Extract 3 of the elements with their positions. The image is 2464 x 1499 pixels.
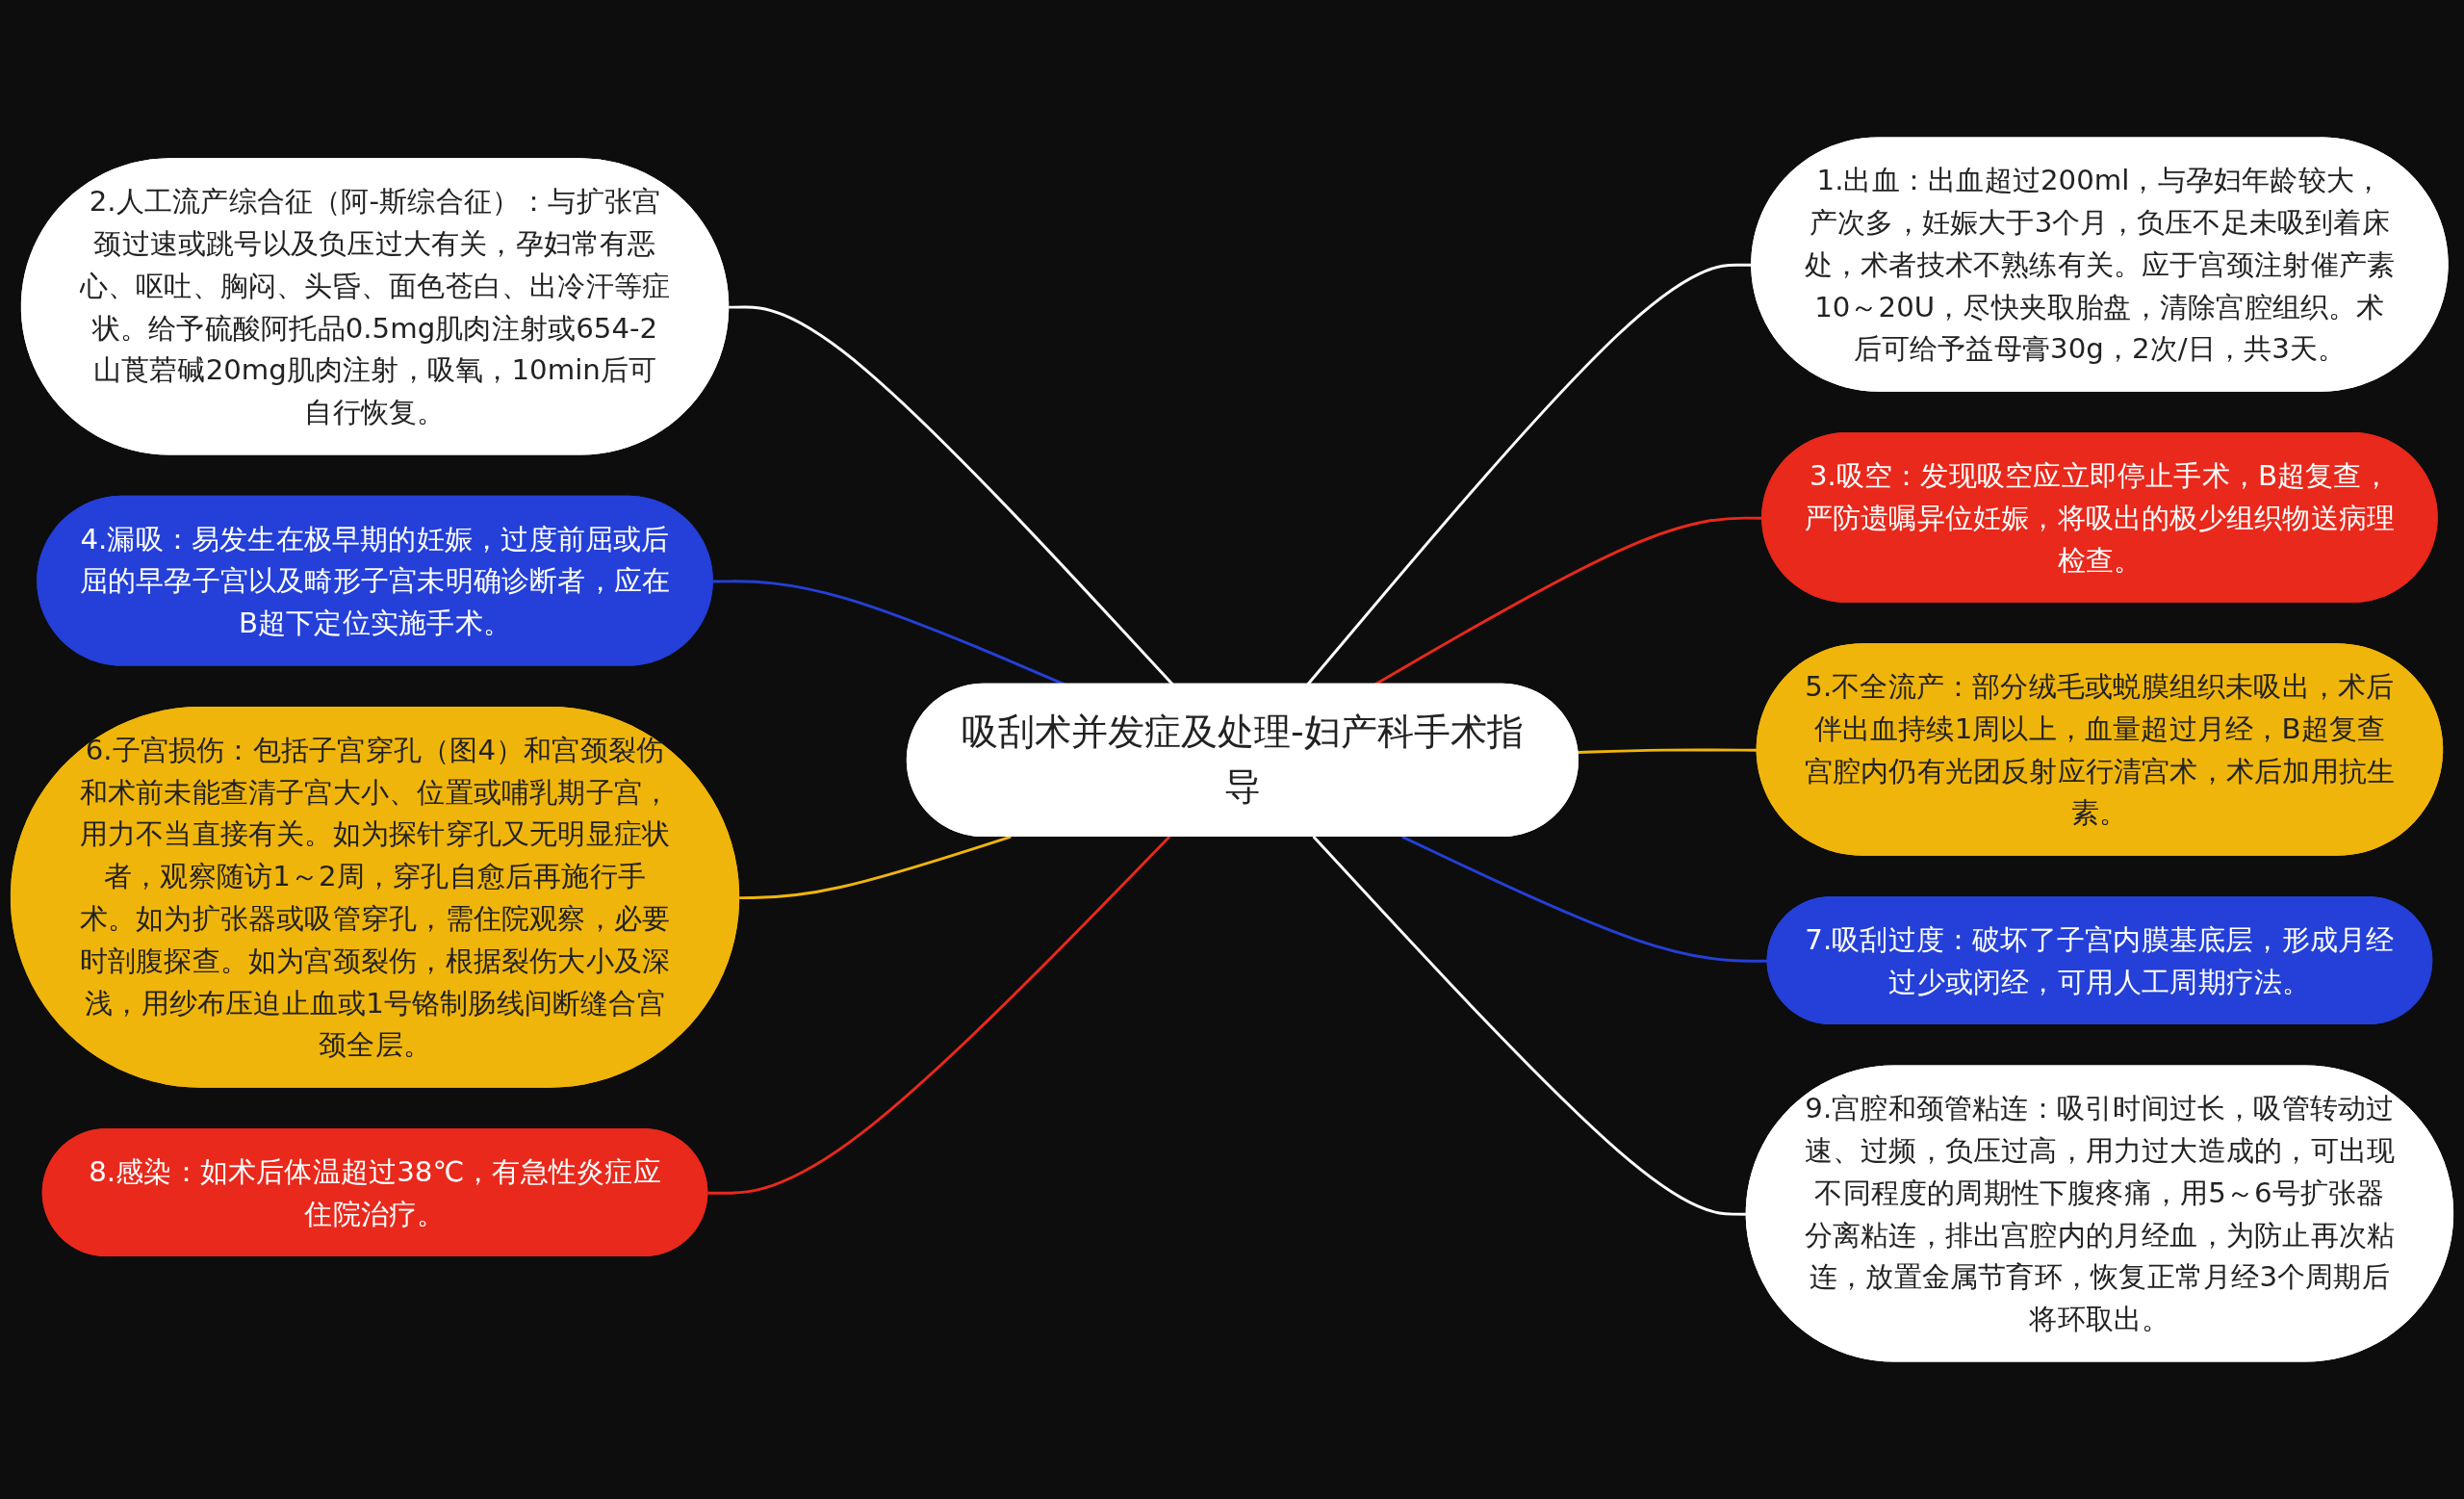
- connector: [1401, 835, 1769, 963]
- connector: [739, 835, 1012, 900]
- connector: [707, 836, 1171, 1195]
